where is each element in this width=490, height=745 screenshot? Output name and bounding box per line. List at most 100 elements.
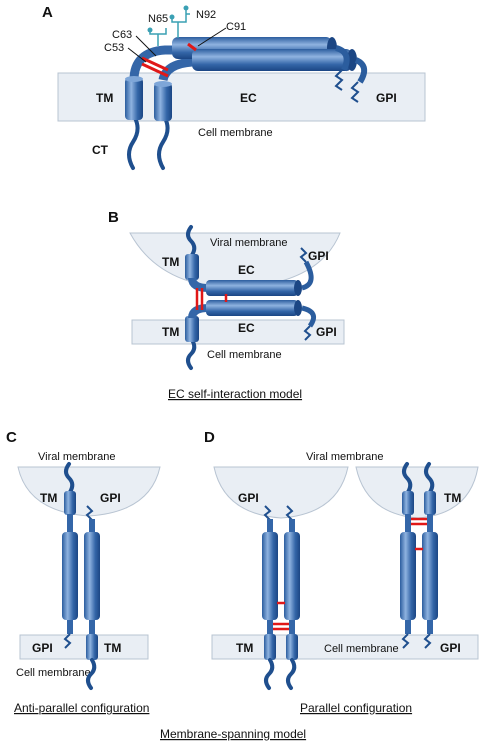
panel-c-link-left-bottom	[67, 620, 73, 634]
panel-c-cell-membrane	[19, 634, 149, 660]
panel-c-tail-bottom	[86, 658, 97, 690]
panel-d-right-link-b-top	[427, 514, 433, 534]
panel-a-tail-left	[127, 116, 140, 170]
panel-b-viral-membrane-label: Viral membrane	[210, 237, 287, 249]
panel-c-tail-top	[64, 462, 75, 494]
panel-b-ec-helix-top-cap	[294, 280, 302, 296]
panel-a-disulfide-c53-c63-2	[141, 62, 169, 78]
panel-a-disulfide-c53-c63	[141, 56, 169, 72]
panel-c-letter: C	[6, 429, 17, 446]
panel-c-tm-top-label: TM	[40, 491, 57, 505]
panel-c-tm-helix-bottom	[86, 634, 98, 660]
panel-a-tm-helix-right-cap	[154, 81, 172, 87]
panel-b-ec-helix-bottom-cap	[294, 300, 302, 316]
panel-a-ec-label: EC	[240, 91, 257, 105]
panel-a-tail-right	[157, 116, 170, 170]
panel-a-glycan-n65-tip	[147, 27, 153, 33]
panel-c: C Viral membrane TM GPI GPI TM Cell memb…	[6, 429, 161, 715]
panel-d-left-tail-a	[264, 658, 275, 690]
panel-d-left-link-b-top	[289, 519, 295, 533]
panel-d-letter: D	[204, 429, 215, 446]
panel-a-n65-label: N65	[148, 13, 168, 25]
panel-d-cell-membrane	[211, 634, 479, 660]
panel-a-glycan-n92-tip	[183, 5, 189, 11]
panel-d-left-tail-b	[286, 658, 297, 690]
panel-d-right-tail-a	[402, 462, 413, 494]
panel-b-gpi-anchor-top	[299, 247, 308, 263]
panel-d-right-link-a-bottom	[405, 620, 411, 634]
panel-d-right-link-a-top	[405, 514, 411, 534]
panel-a-c63-leader	[135, 35, 157, 57]
panel-d-left-tm-helix-a	[264, 634, 276, 660]
panel-d-cell-membrane-label: Cell membrane	[324, 643, 399, 655]
panel-a-linker-left	[129, 45, 182, 81]
panel-b-tm-bottom-label: TM	[162, 325, 179, 339]
panel-d-right-tail-b	[424, 462, 435, 494]
panel-a-ec-helix-front-cap	[347, 49, 357, 71]
panel-c-caption: Anti-parallel configuration	[14, 701, 149, 715]
panel-c-tm-bottom-label: TM	[104, 641, 121, 655]
panel-c-gpi-bottom-label: GPI	[32, 641, 53, 655]
panel-b-linker-bottom	[188, 304, 209, 319]
panel-b-gpi-linker-top	[301, 260, 314, 291]
panel-a-ct-label: CT	[92, 143, 109, 157]
panel-b-caption: EC self-interaction model	[168, 387, 302, 401]
panel-d-right-ec-helix-b	[422, 532, 438, 620]
panel-b-ec-helix-bottom	[206, 300, 298, 316]
panel-d-left-link-b-bottom	[289, 620, 295, 636]
panel-b-tm-helix-top	[185, 254, 199, 280]
panel-d-left-gpi-anchor-b	[285, 505, 294, 521]
panel-d-gpi-top-left-label: GPI	[238, 491, 259, 505]
panel-a-tm-helix-left	[125, 78, 143, 120]
panel-b: B Viral membrane Cell membrane TM TM EC …	[108, 209, 345, 401]
panel-d-left-gpi-anchor-a	[263, 505, 272, 521]
panel-c-cell-membrane-label: Cell membrane	[16, 667, 91, 679]
panel-a-n92-label: N92	[196, 9, 216, 21]
panel-d-right-tm-helix-b	[424, 491, 436, 515]
panel-a-c53-leader	[127, 47, 147, 63]
panel-d-left-ec-helix-b	[284, 532, 300, 620]
panel-a-glycan-n92	[171, 8, 190, 38]
panel-d-viral-membrane-left	[213, 466, 349, 519]
panel-c-link-right-bottom	[89, 620, 95, 636]
panel-a-linker-right	[158, 57, 196, 82]
panel-a-gpi-linker-front	[354, 57, 368, 84]
panel-b-ec-top-label: EC	[238, 263, 255, 277]
panel-b-letter: B	[108, 209, 119, 226]
panel-a-letter: A	[42, 4, 53, 21]
panel-c-gpi-top-label: GPI	[100, 491, 121, 505]
panel-d-caption: Parallel configuration	[300, 701, 412, 715]
panel-a-glycan-n92-tip2	[169, 14, 175, 20]
panel-d-tm-bottom-left-label: TM	[236, 641, 253, 655]
panel-a-gpi-anchor-front	[350, 81, 360, 103]
panel-a-c91-leader	[197, 27, 227, 47]
panel-b-cell-membrane-label: Cell membrane	[207, 349, 282, 361]
panel-d-right-ec-helix-a	[400, 532, 416, 620]
panel-b-ec-helix-top	[206, 280, 298, 296]
panel-a-ec-helix-front	[192, 49, 352, 71]
panel-d-tm-top-right-label: TM	[444, 491, 461, 505]
panel-a-gpi-anchor-back	[334, 69, 344, 91]
panel-d-right-link-b-bottom	[427, 620, 433, 634]
panel-b-gpi-anchor-bottom	[303, 325, 312, 341]
panel-a-gpi-linker-back	[335, 45, 350, 72]
panel-c-gpi-anchor-bottom	[63, 633, 72, 649]
footer-caption: Membrane-spanning model	[160, 727, 306, 741]
panel-c-link-right-top	[89, 519, 95, 533]
panel-b-ec-bottom-label: EC	[238, 321, 255, 335]
panel-d-right-gpi-anchor-b	[423, 633, 432, 649]
panel-c-tm-helix-top	[64, 491, 76, 515]
panel-d: D Viral membrane GPI TM TM GPI Cell memb…	[204, 429, 479, 715]
panel-b-linker-top	[188, 277, 209, 292]
panel-a-tm-label: TM	[96, 91, 113, 105]
panel-c-gpi-anchor-top	[85, 505, 94, 521]
panel-d-viral-membrane-label: Viral membrane	[306, 451, 383, 463]
panel-d-left-link-a-top	[267, 519, 273, 533]
panel-b-tm-top-label: TM	[162, 255, 179, 269]
panel-a-gpi-label: GPI	[376, 91, 397, 105]
panel-a-disulfide-c91	[187, 42, 197, 52]
panel-d-left-tm-helix-b	[286, 634, 298, 660]
panel-c-viral-membrane-label: Viral membrane	[38, 451, 115, 463]
panel-c-link-left-top	[67, 514, 73, 534]
panel-a-tm-helix-right	[154, 83, 172, 121]
